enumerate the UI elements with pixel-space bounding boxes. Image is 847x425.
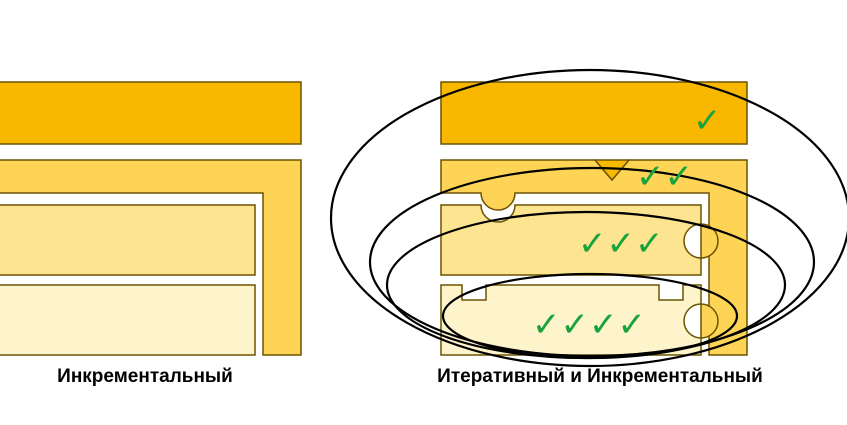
- iterative-incremental-diagram: ✓ ✓✓ ✓✓✓ ✓✓✓✓: [329, 68, 847, 368]
- iterative-level-4: [440, 284, 702, 356]
- iteration-ellipse-outer: [329, 68, 847, 368]
- incremental-diagram: [0, 81, 302, 356]
- iterative-level-1: [440, 81, 748, 145]
- incremental-level-2: [0, 159, 302, 356]
- check-icon: ✓: [693, 101, 722, 141]
- iteration-ellipses: [329, 68, 847, 368]
- iteration-ellipse-2: [368, 166, 816, 358]
- connector-tab: [700, 303, 719, 339]
- iterative-level-2: [440, 159, 748, 356]
- iterative-incremental-caption: Итеративный и Инкрементальный: [437, 366, 763, 387]
- incremental-level-4: [0, 284, 256, 356]
- incremental-caption: Инкрементальный: [57, 366, 233, 387]
- iteration-ellipse-inner: [441, 272, 739, 360]
- check-marks: ✓ ✓✓ ✓✓✓ ✓✓✓✓: [532, 101, 722, 345]
- incremental-level-1: [0, 81, 302, 145]
- connector-tab: [700, 223, 719, 259]
- tooth-notch: [593, 159, 631, 182]
- check-icon: ✓✓: [636, 157, 693, 197]
- check-icon: ✓✓✓: [578, 224, 663, 264]
- check-icon: ✓✓✓✓: [532, 305, 646, 345]
- incremental-level-3: [0, 204, 256, 276]
